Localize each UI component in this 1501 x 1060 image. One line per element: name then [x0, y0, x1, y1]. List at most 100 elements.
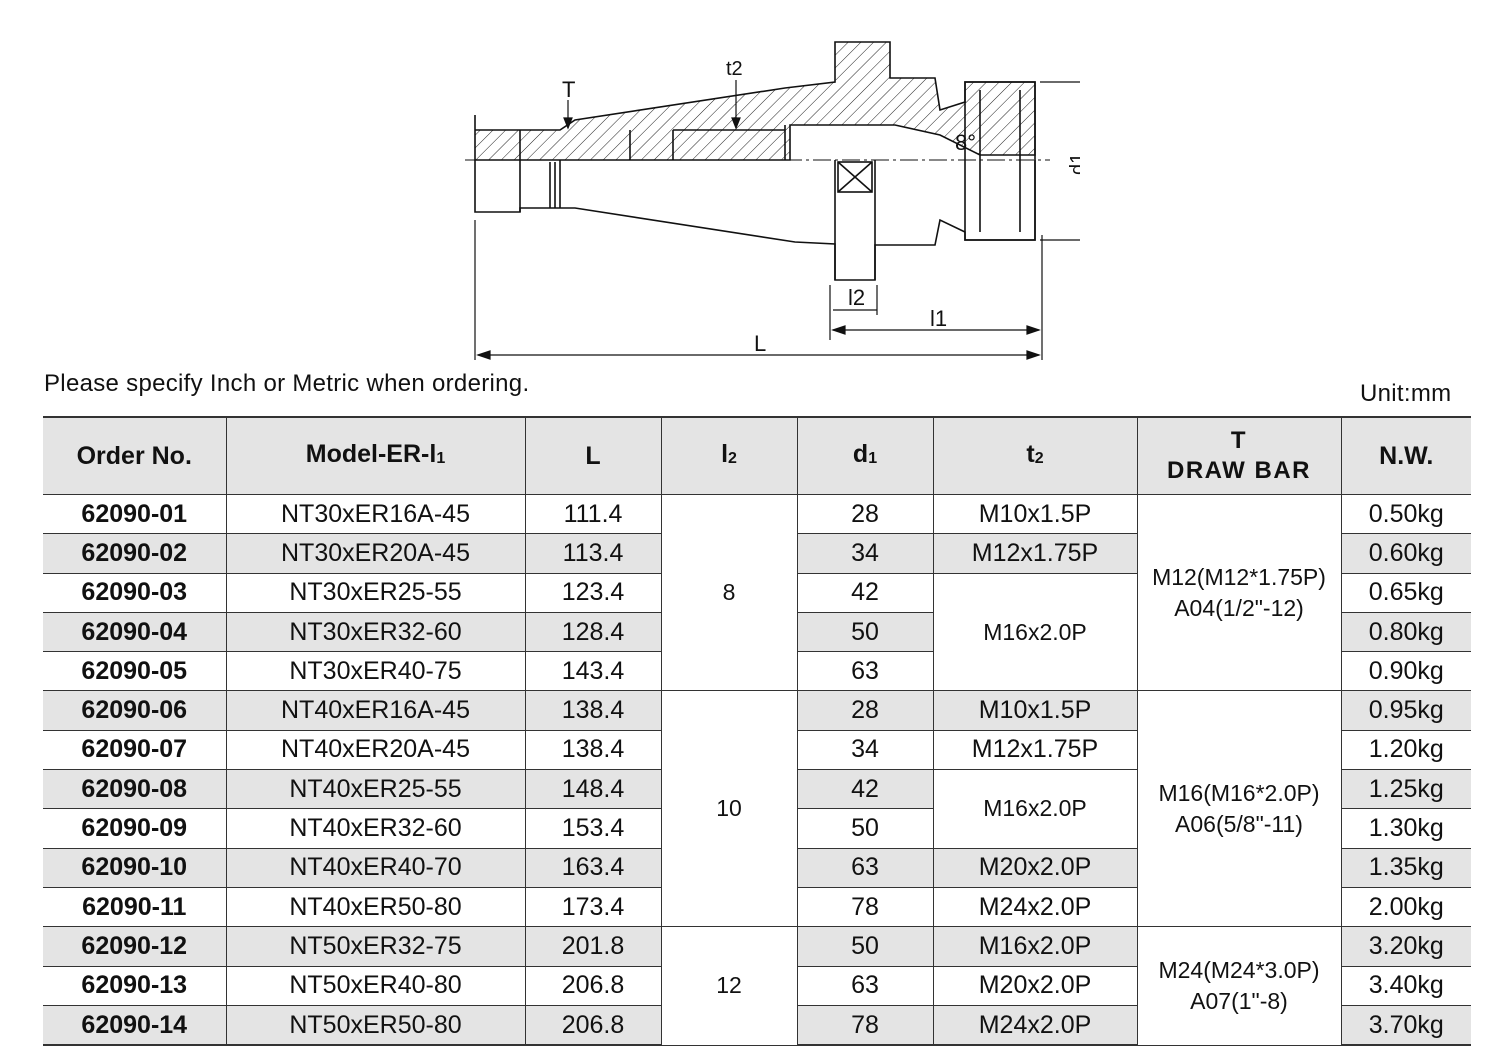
length-L: 163.4 [524, 847, 662, 888]
table-row: 62090-10 NT40xER40-70 163.4 63 M20x2.0P … [43, 847, 1471, 888]
model: NT30xER40-75 [225, 651, 526, 692]
label-l2: l2 [848, 285, 865, 310]
length-L: 206.8 [524, 965, 662, 1006]
table-row: 62090-06 NT40xER16A-45 138.4 10 28 M10x1… [43, 690, 1471, 928]
table-row: 62090-09 NT40xER32-60 153.4 50 1.30kg [43, 808, 1471, 849]
table-row: 62090-12 NT50xER32-75 201.8 12 50 M16x2.… [43, 926, 1471, 1046]
table-row: 62090-01 NT30xER16A-45 111.4 8 28 M10x1.… [43, 493, 1471, 692]
order-no: 62090-14 [43, 1004, 227, 1047]
t2-value: M16x2.0P [932, 926, 1138, 967]
order-no: 62090-05 [43, 651, 227, 692]
d1-value: 63 [796, 651, 934, 692]
model: NT40xER16A-45 [225, 690, 526, 731]
d1-value: 78 [796, 1004, 934, 1047]
label-l1: l1 [930, 306, 947, 331]
d1-value: 63 [796, 847, 934, 888]
table-row: 62090-07 NT40xER20A-45 138.4 34 M12x1.75… [43, 729, 1471, 771]
net-weight: 1.30kg [1340, 808, 1471, 849]
table-row: 62090-13 NT50xER40-80 206.8 63 M20x2.0P … [43, 965, 1471, 1006]
t2-value: M16x2.0P [932, 769, 1138, 849]
net-weight: 0.50kg [1340, 493, 1471, 535]
t2-value: M16x2.0P [932, 572, 1138, 692]
header-d1: d1 [796, 416, 934, 495]
tool-holder-drawing: T t2 8° d1 l2 l1 L [465, 41, 1080, 360]
order-no: 62090-12 [43, 926, 227, 967]
table-row: 62090-08 NT40xER25-55 148.4 42 M16x2.0P … [43, 769, 1471, 849]
net-weight: 0.90kg [1340, 651, 1471, 692]
unit-label: Unit:mm [1360, 380, 1452, 407]
order-no: 62090-01 [43, 493, 227, 535]
length-L: 128.4 [524, 611, 662, 653]
t2-value: M10x1.5P [932, 493, 1138, 535]
label-t2: t2 [726, 58, 743, 80]
net-weight: 0.95kg [1340, 690, 1471, 731]
model: NT40xER50-80 [225, 886, 526, 928]
label-L: L [754, 331, 766, 356]
order-no: 62090-03 [43, 572, 227, 613]
header-l2: l2 [660, 416, 798, 495]
t2-value: M10x1.5P [932, 690, 1138, 731]
model: NT30xER20A-45 [225, 533, 526, 574]
length-L: 201.8 [524, 926, 662, 967]
d1-value: 34 [796, 729, 934, 771]
length-L: 123.4 [524, 572, 662, 613]
order-no: 62090-07 [43, 729, 227, 771]
model: NT40xER25-55 [225, 769, 526, 810]
d1-value: 28 [796, 493, 934, 535]
draw-bar-value: M24(M24*3.0P)A07(1"-8) [1136, 926, 1342, 1046]
length-L: 153.4 [524, 808, 662, 849]
table-row: 62090-11 NT40xER50-80 173.4 78 M24x2.0P … [43, 886, 1471, 928]
net-weight: 1.20kg [1340, 729, 1471, 771]
table-row: 62090-03 NT30xER25-55 123.4 42 M16x2.0P … [43, 572, 1471, 692]
holder-body [474, 41, 1036, 281]
order-no: 62090-04 [43, 611, 227, 653]
length-L: 173.4 [524, 886, 662, 928]
order-no: 62090-08 [43, 769, 227, 810]
net-weight: 0.80kg [1340, 611, 1471, 653]
header-nw: N.W. [1340, 416, 1471, 495]
l2-value: 10 [660, 690, 798, 928]
length-L: 143.4 [524, 651, 662, 692]
header-L: L [524, 416, 662, 495]
length-L: 113.4 [524, 533, 662, 574]
dimension-lines [474, 80, 1080, 360]
net-weight: 1.35kg [1340, 847, 1471, 888]
ordering-note: Please specify Inch or Metric when order… [44, 370, 530, 397]
model: NT30xER25-55 [225, 572, 526, 613]
length-L: 206.8 [524, 1004, 662, 1047]
draw-bar-value: M12(M12*1.75P)A04(1/2"-12) [1136, 493, 1342, 692]
model: NT50xER50-80 [225, 1004, 526, 1047]
header-t2: t2 [932, 416, 1138, 495]
label-d1: d1 [1067, 153, 1080, 175]
length-L: 138.4 [524, 690, 662, 731]
draw-bar-value: M16(M16*2.0P)A06(5/8"-11) [1136, 690, 1342, 928]
d1-value: 50 [796, 808, 934, 849]
net-weight: 1.25kg [1340, 769, 1471, 810]
net-weight: 0.60kg [1340, 533, 1471, 574]
length-L: 138.4 [524, 729, 662, 771]
order-no: 62090-02 [43, 533, 227, 574]
model: NT40xER20A-45 [225, 729, 526, 771]
label-T: T [562, 77, 575, 102]
length-L: 148.4 [524, 769, 662, 810]
net-weight: 3.70kg [1340, 1004, 1471, 1047]
t2-value: M12x1.75P [932, 533, 1138, 574]
order-no: 62090-11 [43, 886, 227, 928]
d1-value: 42 [796, 769, 934, 810]
order-no: 62090-06 [43, 690, 227, 731]
table-row: 62090-14 NT50xER50-80 206.8 78 M24x2.0P … [43, 1004, 1471, 1047]
order-no: 62090-13 [43, 965, 227, 1006]
order-no: 62090-10 [43, 847, 227, 888]
net-weight: 0.65kg [1340, 572, 1471, 613]
d1-value: 78 [796, 886, 934, 928]
d1-value: 50 [796, 611, 934, 653]
net-weight: 2.00kg [1340, 886, 1471, 928]
model: NT50xER32-75 [225, 926, 526, 967]
header-order-no: Order No. [43, 416, 227, 495]
model: NT50xER40-80 [225, 965, 526, 1006]
t2-value: M24x2.0P [932, 1004, 1138, 1047]
table-row: 62090-05 NT30xER40-75 143.4 63 0.90kg [43, 651, 1471, 692]
l2-value: 12 [660, 926, 798, 1046]
